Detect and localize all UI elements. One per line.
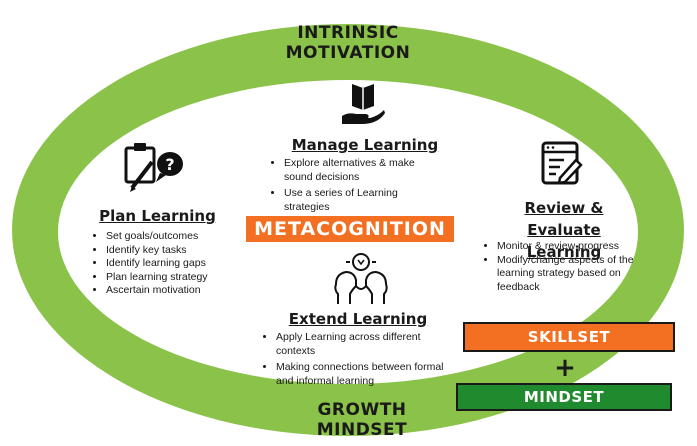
extend-item: Apply Learning across different contexts — [276, 331, 456, 358]
review-title-line1: Review & Evaluate — [524, 199, 604, 239]
growth-line: GROWTH — [317, 400, 407, 420]
metacognition-banner: METACOGNITION — [246, 216, 454, 242]
svg-text:?: ? — [165, 155, 174, 174]
review-item: Modify/change aspects of the learning st… — [497, 254, 652, 295]
extend-learning-title: Extend Learning — [288, 310, 428, 328]
manage-learning-title: Manage Learning — [291, 136, 439, 154]
motivation-line: MOTIVATION — [285, 43, 411, 63]
growth-mindset-label: GROWTH MINDSET — [303, 400, 421, 440]
plan-learning-title: Plan Learning — [99, 207, 216, 225]
skillset-badge: SKILLSET — [463, 322, 675, 352]
plan-item: Set goals/outcomes — [106, 230, 256, 244]
plan-item: Identify key tasks — [106, 244, 256, 258]
intrinsic-line: INTRINSIC — [297, 23, 399, 43]
mindset-line: MINDSET — [316, 420, 408, 440]
review-evaluate-list: Monitor & review progress Modify/change … — [483, 240, 652, 294]
clipboard-question-icon: ? — [124, 143, 183, 192]
extend-learning-list: Apply Learning across different contexts… — [262, 331, 456, 391]
manage-learning-list: Explore alternatives & make sound decisi… — [270, 157, 434, 217]
review-title-line2: Learning — [526, 243, 602, 261]
plan-item: Plan learning strategy — [106, 271, 256, 285]
extend-item: Making connections between formal and in… — [276, 361, 456, 388]
review-item: Monitor & review progress — [497, 240, 652, 254]
plan-item: Ascertain motivation — [106, 284, 256, 298]
manage-item: Explore alternatives & make sound decisi… — [284, 157, 434, 184]
plus-sign: + — [554, 353, 576, 383]
manage-item: Use a series of Learning strategies — [284, 187, 434, 214]
plan-item: Identify learning gaps — [106, 257, 256, 271]
connected-heads-icon — [334, 253, 388, 304]
intrinsic-motivation-label: INTRINSIC MOTIVATION — [273, 23, 423, 63]
review-evaluate-title: Review & Evaluate Learning — [490, 197, 638, 263]
plan-learning-list: Set goals/outcomes Identify key tasks Id… — [92, 230, 256, 298]
mindset-badge: MINDSET — [456, 383, 672, 411]
document-edit-icon — [541, 141, 583, 185]
hand-holding-book-icon — [342, 84, 385, 124]
